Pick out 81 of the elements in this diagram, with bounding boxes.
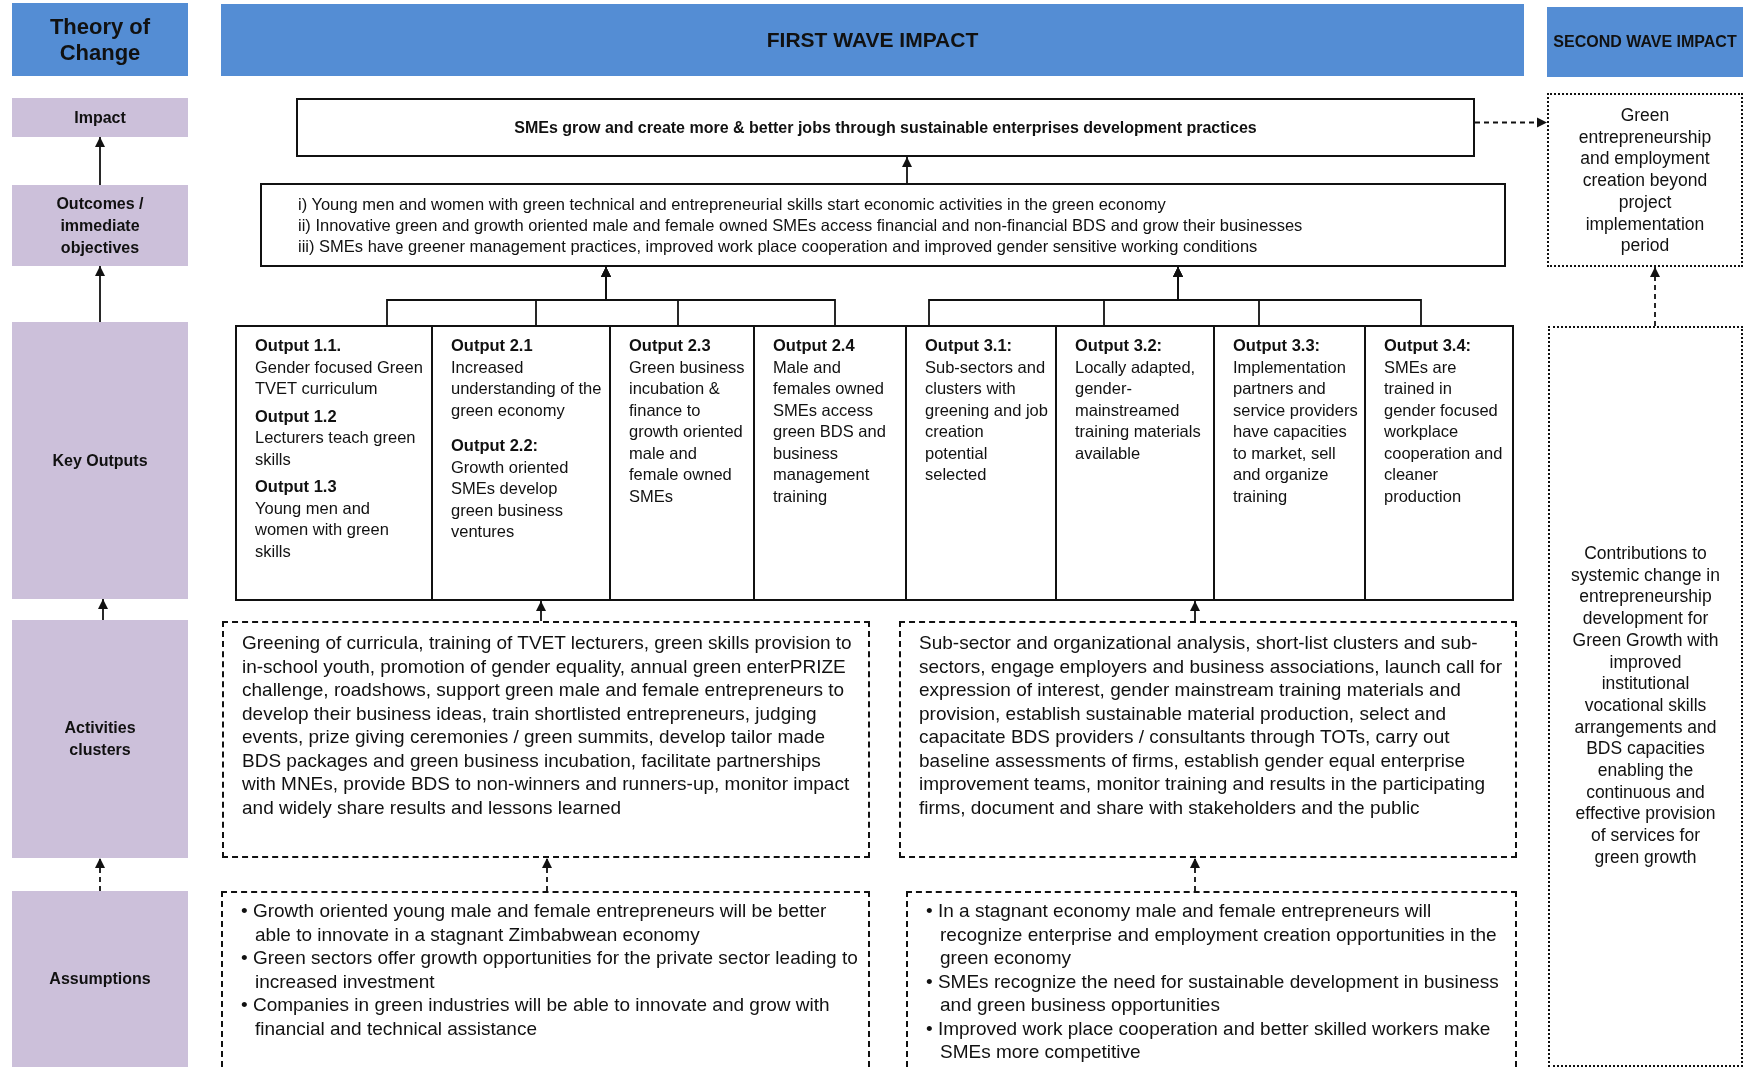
output-title: Output 2.4	[773, 335, 856, 356]
bullet-item: • Improved work place cooperation and better skilled workers make SMEs more competitive	[926, 1016, 1492, 1064]
heading-banner	[1547, 7, 1743, 77]
outcome-item: ii) Innovative green and growth oriented male and female owned SMEs access financial and non-financial BDS and grow their businesses	[298, 214, 1304, 236]
heading-banner	[221, 4, 1524, 76]
activities-text: Sub-sector and organizational analysis, short-list clusters and sub-sectors, engage employers and business associations, launch call for expression of interest, gender mainstream training materials and provision, establish sustainable material production, select and capacitate BDS providers / consultants through TOTs, carry out baseline assessments of firms, establish gender equal enterprise improvement teams, monitor training and results in the participating firms, document and share with stakeholders and the public	[919, 631, 1503, 819]
arrow	[95, 265, 105, 323]
output-box	[905, 325, 1057, 601]
box-text: SMEs grow and create more & better jobs through sustainable enterprises development practices	[514, 118, 1257, 137]
row-label	[12, 891, 188, 1067]
row-label	[12, 185, 188, 266]
bullet-item: • In a stagnant economy male and female entrepreneurs will recognize enterprise and employment creation opportunities in the green economy	[926, 899, 1498, 970]
bullet-item: • Green sectors offer growth opportunities for the private sector leading to increased investment	[241, 946, 858, 993]
output-title: Output 1.2	[255, 405, 338, 427]
output-title: Output 3.4:	[1384, 335, 1473, 356]
arrow	[542, 857, 552, 892]
row-label	[12, 620, 188, 858]
arrow	[98, 598, 108, 621]
output-title: Output 3.2:	[1075, 335, 1164, 356]
activities-box	[899, 621, 1517, 858]
output-description: Male and females owned SMEs access green BDS and business management training	[773, 356, 887, 507]
assumptions-box	[906, 891, 1517, 1067]
bullet-item: • Companies in green industries will be able to innovate and grow with financial and technical assistance	[241, 993, 831, 1040]
output-description: Increased understanding of the green economy	[451, 356, 603, 421]
row-label-text: Activities clusters	[63, 718, 137, 760]
impact-box	[1547, 93, 1743, 267]
output-box	[431, 325, 611, 601]
output-box	[609, 325, 755, 601]
activities-box	[222, 621, 870, 858]
output-title: Output 1.3	[255, 476, 338, 497]
box-text: Contributions to systemic change in entrepreneurship development for Green Growth with improved institutional vocational skills arrangements and BDS capacities enabling the continuous and effective provision of services for green growth	[1570, 543, 1721, 869]
output-description: Gender focused Green TVET curriculum	[255, 356, 424, 399]
arrow	[1190, 600, 1200, 622]
activities-text: Greening of curricula, training of TVET lecturers, green skills provision to in-school youth, promotion of gender equality, annual green enterPRIZE challenge, roadshows, support green male and female entrepreneurs to develop their business ideas, train shortlisted entrepreneurs, judging events, prize giving ceremonies / green summits, develop tailor made BDS packages and green business incubation, facilitate partnerships with MNEs, provide BDS to non-winners and runners-up, monitor impact and widely share results and lessons learned	[242, 631, 853, 819]
output-description: Young men and women with green skills	[255, 497, 390, 562]
heading-banner	[12, 3, 188, 76]
heading-text: Theory of Change	[48, 13, 152, 66]
output-title: Output 1.1.	[255, 335, 343, 356]
output-box	[753, 325, 907, 601]
output-description: Locally adapted, gender-mainstreamed training materials available	[1075, 356, 1202, 464]
heading-text: SECOND WAVE IMPACT	[1553, 33, 1737, 51]
row-label-text: Outcomes / immediate objectives	[55, 193, 145, 258]
output-description: Sub-sectors and clusters with greening and job creation potential selected	[925, 356, 1049, 485]
outcome-item: iii) SMEs have greener management practices, improved work place cooperation and improved gender sensitive working conditions	[298, 235, 1259, 257]
arrow	[95, 857, 105, 892]
output-box	[235, 325, 433, 601]
output-title: Output 3.1:	[925, 335, 1014, 356]
output-description: Implementation partners and service providers have capacities to market, sell and organize training	[1233, 356, 1358, 507]
row-label	[12, 98, 188, 137]
assumptions-box	[221, 891, 870, 1067]
output-title: Output 3.3:	[1233, 335, 1322, 356]
row-label-text: Assumptions	[49, 969, 151, 989]
row-label	[12, 322, 188, 599]
output-description: Growth oriented SMEs develop green business ventures	[451, 456, 570, 542]
row-label-text: Key Outputs	[52, 450, 148, 471]
outcomes-box	[260, 183, 1506, 267]
arrow	[601, 266, 836, 326]
output-title: Output 2.2:	[451, 435, 540, 456]
outcome-item: i) Young men and women with green technical and entrepreneurial skills start economic activities in the green economy	[298, 193, 1167, 215]
output-description: SMEs are trained in gender focused workplace cooperation and cleaner production	[1384, 356, 1504, 507]
impact-box	[296, 98, 1475, 157]
arrow	[1173, 266, 1422, 326]
output-box	[1364, 325, 1514, 601]
arrow	[902, 156, 912, 184]
arrow	[1474, 117, 1548, 128]
heading-text: FIRST WAVE IMPACT	[766, 28, 979, 52]
output-title: Output 2.3	[629, 335, 712, 356]
bullet-item: • Growth oriented young male and female entrepreneurs will be better able to innovate in a stagnant Zimbabwean economy	[241, 899, 828, 946]
output-box	[1213, 325, 1366, 601]
arrow	[536, 600, 546, 622]
contribution-box	[1548, 326, 1743, 1067]
arrow	[1650, 266, 1660, 327]
arrow	[1190, 857, 1200, 892]
bullet-item: • SMEs recognize the need for sustainable development in business and green business opportunities	[926, 969, 1500, 1017]
box-text: Green entrepreneurship and employment creation beyond project implementation period	[1577, 105, 1713, 257]
output-description: Green business incubation & finance to growth oriented male and female owned SMEs	[629, 356, 746, 507]
output-title: Output 2.1	[451, 335, 534, 356]
output-box	[1055, 325, 1215, 601]
arrow	[95, 136, 105, 186]
output-description: Lecturers teach green skills	[255, 427, 417, 470]
row-label-text: Impact	[74, 107, 126, 128]
